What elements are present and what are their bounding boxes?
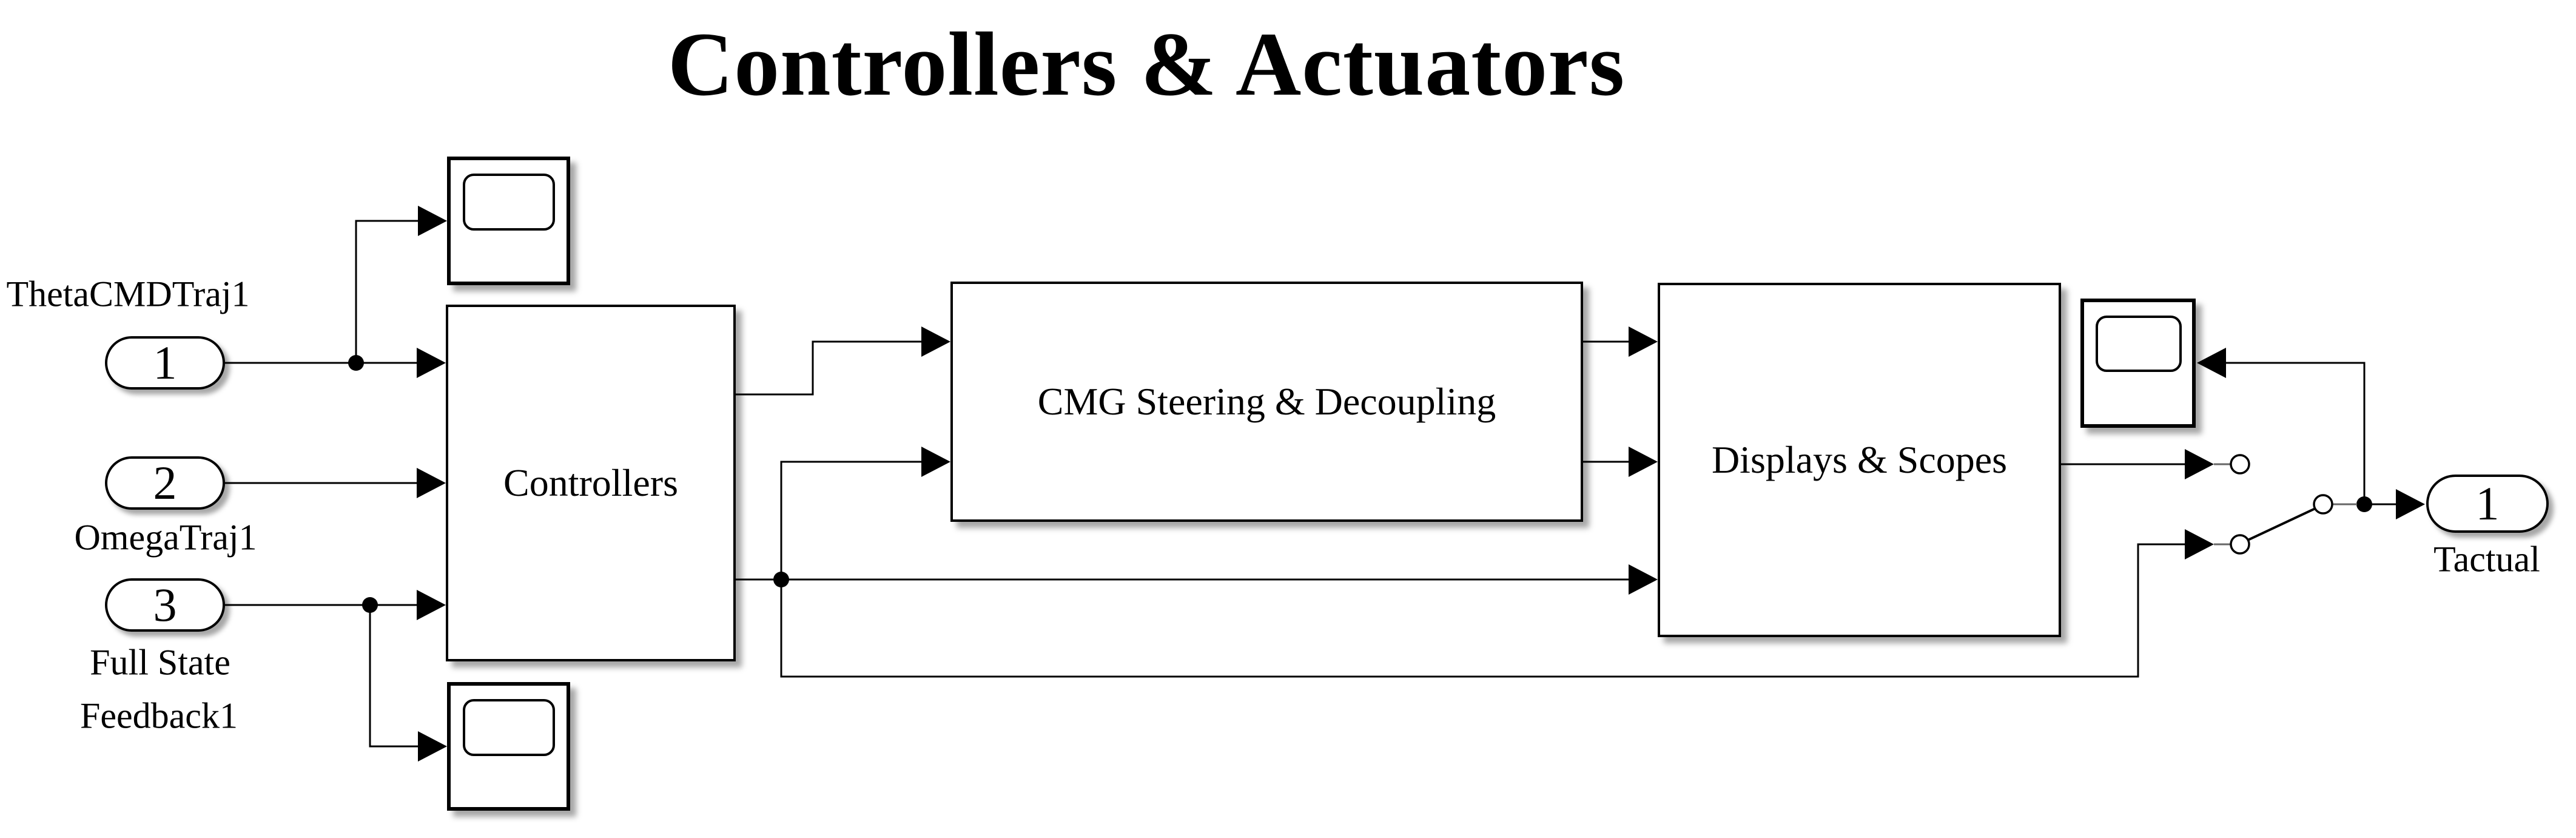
inport3-number: 3 xyxy=(153,578,177,631)
inport-3[interactable]: 3 xyxy=(105,578,225,632)
inport1-number: 1 xyxy=(153,336,177,389)
displays-scopes-block[interactable]: Displays & Scopes xyxy=(1658,283,2061,637)
inport3-label-line2: Feedback1 xyxy=(80,695,238,736)
arrowhead-controllers-in2 xyxy=(417,468,446,498)
outport1-number: 1 xyxy=(2475,477,2500,530)
junction-dot-inport3 xyxy=(362,597,378,613)
inport3-label-line1: Full State xyxy=(90,642,230,683)
manual-switch[interactable] xyxy=(2214,454,2357,555)
arrowhead-displays-in1 xyxy=(1629,326,1658,357)
scope-block-top-left[interactable] xyxy=(447,157,570,285)
arrowhead-displays-in3 xyxy=(1629,564,1658,595)
arrowhead-switch-upper-in xyxy=(2185,449,2214,479)
arrowhead-switch-lower-in xyxy=(2185,529,2214,559)
arrowhead-controllers-in3 xyxy=(417,590,446,620)
scope-screen-icon xyxy=(463,174,555,231)
inport-2[interactable]: 2 xyxy=(105,456,225,510)
inport2-label: OmegaTraj1 xyxy=(74,517,257,558)
switch-common-contact-icon[interactable] xyxy=(2313,494,2333,515)
switch-upper-contact-icon[interactable] xyxy=(2230,454,2250,475)
arrowhead-displays-in2 xyxy=(1629,447,1658,477)
arrowhead-cmg-in1 xyxy=(921,326,950,357)
wire-branch-to-scope1[interactable] xyxy=(355,220,419,363)
controllers-block[interactable]: Controllers xyxy=(446,305,736,661)
scope-block-right[interactable] xyxy=(2080,299,2196,428)
junction-dot-inport1 xyxy=(348,355,364,371)
arrowhead-cmg-in2 xyxy=(921,447,950,477)
cmg-steering-decoupling-block[interactable]: CMG Steering & Decoupling xyxy=(950,282,1583,522)
inport-1[interactable]: 1 xyxy=(105,336,225,390)
outport-1[interactable]: 1 xyxy=(2426,475,2549,533)
arrowhead-scope2-in xyxy=(418,731,447,762)
displays-block-label: Displays & Scopes xyxy=(1711,438,2008,481)
controllers-block-label: Controllers xyxy=(503,461,678,504)
scope-screen-icon xyxy=(463,699,555,756)
arrowhead-controllers-in1 xyxy=(417,348,446,378)
scope-screen-icon xyxy=(2096,316,2182,372)
switch-lever[interactable] xyxy=(2247,507,2316,541)
diagram-title: Controllers & Actuators xyxy=(667,14,1626,115)
wire-branch-to-scope3[interactable] xyxy=(2225,362,2366,504)
outport1-label: Tactual xyxy=(2433,539,2540,580)
junction-dot-switch-out xyxy=(2356,496,2372,512)
scope-block-bottom-left[interactable] xyxy=(447,682,570,811)
wire-feedback-to-switch[interactable] xyxy=(780,543,2186,678)
wire-branch-to-scope2[interactable] xyxy=(369,605,419,748)
junction-dot-controllers-out2 xyxy=(773,572,789,587)
cmg-block-label: CMG Steering & Decoupling xyxy=(1037,380,1496,423)
wire-controllers-out1-to-cmg[interactable] xyxy=(736,340,923,396)
inport1-label: ThetaCMDTraj1 xyxy=(6,274,250,314)
inport2-number: 2 xyxy=(153,456,177,509)
wire-branch-to-cmg-in2[interactable] xyxy=(780,461,923,580)
arrowhead-scope3-in xyxy=(2197,348,2226,378)
arrowhead-scope1-in xyxy=(418,206,447,236)
switch-lower-contact-icon[interactable] xyxy=(2230,534,2250,555)
arrowhead-outport-in xyxy=(2396,489,2425,519)
